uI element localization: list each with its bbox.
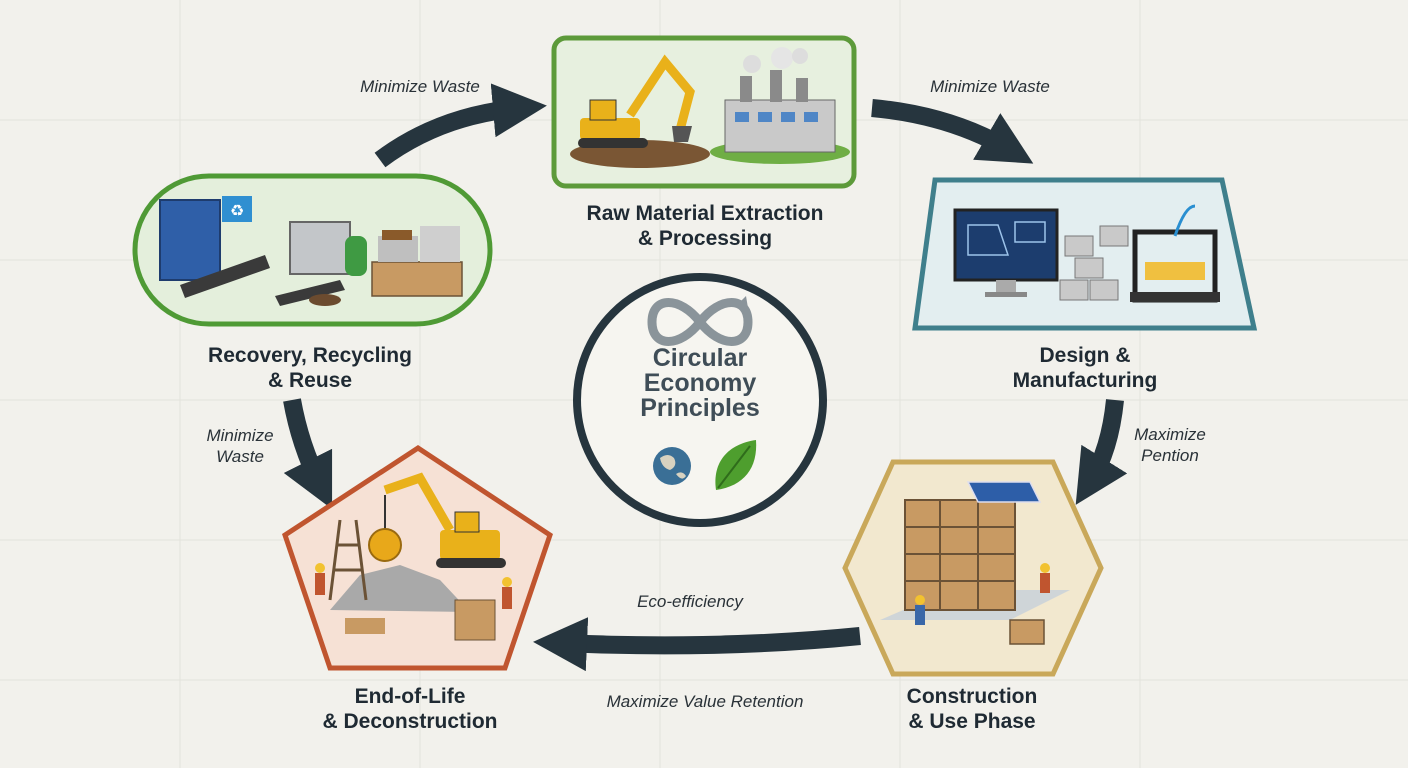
stage-label-construction: Construction & Use Phase [862, 684, 1082, 734]
arrow-raw-to-design [871, 99, 1034, 164]
building-under-construction-icon [880, 499, 1070, 620]
material-pallets-icon [371, 226, 463, 297]
arrow-label-eco-efficiency: Eco-efficiency [610, 591, 770, 612]
center-title: Circular Economy Principles [590, 346, 810, 421]
globe-icon [653, 447, 691, 485]
center-title-line: Economy [643, 369, 757, 397]
stage-recovery: ♻ [132, 173, 493, 327]
stage-label-line: Recovery, Recycling [208, 344, 412, 367]
arrow-recovery-to-eol [283, 398, 333, 510]
wrecking-ball-icon [368, 495, 402, 562]
stage-label-line: End-of-Life [354, 685, 466, 708]
excavator-icon [570, 54, 710, 168]
arrow-label-recovery-to-eol: Minimize Waste [190, 425, 290, 467]
stage-label-line: & Use Phase [908, 710, 1036, 733]
arrow-label-line: Minimize Waste [360, 77, 480, 96]
stage-label-line: & Deconstruction [322, 710, 498, 733]
arrow-label-recovery-to-raw: Minimize Waste [340, 76, 500, 97]
rubble-icon [330, 565, 496, 641]
arrow-label-line: Eco-efficiency [637, 592, 743, 611]
stage-construction [842, 459, 1104, 677]
arrow-label-line: Waste [216, 447, 264, 466]
ladder-icon [328, 519, 368, 601]
arrow-label-line: Pention [1141, 446, 1199, 465]
svg-text:♻: ♻ [230, 201, 244, 220]
arrow-recovery-to-raw [374, 83, 547, 168]
stage-label-recovery: Recovery, Recycling & Reuse [180, 343, 440, 393]
arrow-construction-to-eol [533, 617, 861, 672]
leaf-icon [715, 440, 757, 490]
worker-icon [315, 563, 512, 609]
solar-panel-icon [966, 481, 1042, 503]
worker-icon [915, 563, 1050, 625]
arrow-label-value-retention: Maximize Value Retention [575, 691, 835, 712]
arrow-label-line: Minimize Waste [930, 77, 1050, 96]
infinity-icon [647, 296, 753, 346]
arrow-label-line: Maximize [1134, 425, 1206, 444]
arrow-label-line: Minimize [206, 426, 274, 445]
3d-printer-icon [1130, 204, 1220, 303]
stage-end-of-life [282, 445, 553, 671]
material-crate-icon [1009, 619, 1045, 645]
arrow-label-design-to-construction: Maximize Pention [1120, 424, 1220, 466]
stage-label-line: Construction [906, 685, 1038, 708]
stage-label-raw-material: Raw Material Extraction & Processing [545, 201, 865, 251]
stage-design [912, 177, 1258, 331]
center-circle [573, 273, 827, 527]
arrow-label-line: Maximize Value Retention [606, 692, 804, 711]
stage-label-line: & Reuse [267, 369, 353, 392]
center-title-line: Principles [640, 394, 760, 422]
stage-label-line: Raw Material Extraction [586, 202, 824, 225]
stage-label-line: & Processing [637, 227, 773, 250]
stage-raw-material [551, 35, 857, 189]
arrow-design-to-construction [1075, 399, 1128, 505]
crusher-icon [275, 221, 367, 306]
center-title-line: Circular [652, 344, 748, 372]
stage-label-design: Design & Manufacturing [960, 343, 1210, 393]
stage-label-end-of-life: End-of-Life & Deconstruction [290, 684, 530, 734]
factory-icon [710, 47, 850, 164]
recycling-machine-icon: ♻ [159, 196, 270, 298]
demolition-excavator-icon [383, 472, 506, 568]
stage-label-line: Manufacturing [1012, 369, 1158, 392]
stage-label-line: Design & [1039, 344, 1131, 367]
arrow-label-raw-to-design: Minimize Waste [910, 76, 1070, 97]
building-blocks-icon [1059, 225, 1129, 301]
computer-blueprint-icon [953, 208, 1059, 297]
